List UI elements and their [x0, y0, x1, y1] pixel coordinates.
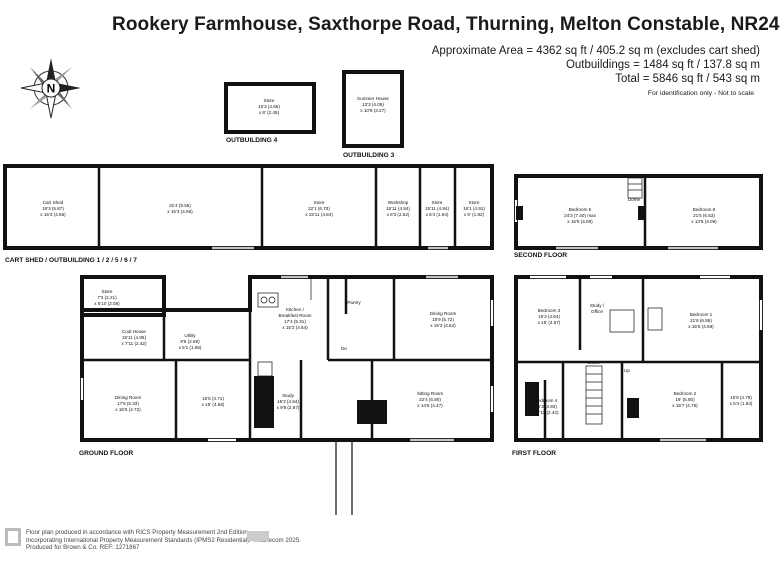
room-ob4-store: Store: [264, 98, 275, 103]
room-dining-room-left: Dining Room: [115, 395, 142, 400]
gf-left-walls: [80, 363, 262, 442]
label-cartshed: CART SHED / OUTBUILDING 1 / 2 / 5 / 6 / …: [5, 257, 137, 264]
room-gf-unnamed: 15'5 (4.71): [202, 396, 224, 401]
first-floor-walls: [514, 275, 763, 442]
svg-text:31'4 (9.55)x 15'3 (4.66): 31'4 (9.55)x 15'3 (4.66): [167, 203, 193, 214]
room-ff-unnamed: 15'9 (4.79): [730, 395, 752, 400]
label-outbuilding3: OUTBUILDING 3: [343, 152, 395, 159]
area-outbuildings: Outbuildings = 1484 sq ft / 137.8 sq m: [565, 59, 760, 71]
label-ground-floor: GROUND FLOOR: [79, 450, 133, 457]
room-study: Study: [282, 393, 294, 398]
room-coal-house: Coal House: [122, 329, 146, 334]
svg-text:Bedroom 416'3 (4.93)x 7'11 (2.: Bedroom 416'3 (4.93)x 7'11 (2.42): [533, 398, 559, 415]
outbuilding4-walls: [224, 82, 316, 134]
compass-icon: N: [20, 58, 81, 119]
footer-line-2: Incorporating International Property Mea…: [26, 536, 301, 544]
room-summer-house: Summer House: [357, 96, 389, 101]
room-cart-shed: Cart Shed: [43, 200, 64, 205]
svg-text:Bedroom 315'3 (4.64)x 15' (4.5: Bedroom 315'3 (4.64)x 15' (4.57): [538, 308, 561, 325]
rics-logo-icon: [5, 528, 21, 546]
room-utility: Utility: [184, 333, 196, 338]
svg-text:Study /Office: Study /Office: [590, 303, 605, 314]
svg-text:15'5 (4.71)x 15' (4.58): 15'5 (4.71)x 15' (4.58): [202, 396, 225, 407]
svg-text:Bedroom 121'6 (6.55)x 15'5 (4.: Bedroom 121'6 (6.55)x 15'5 (4.69): [688, 312, 714, 329]
gf-store-walls: [80, 275, 166, 317]
label-dome: Dome: [628, 197, 641, 202]
svg-text:15'9 (4.79)x 6'4 (1.93): 15'9 (4.79)x 6'4 (1.93): [730, 395, 753, 406]
svg-text:Bedroom 621'5 (6.53)x 13'5 (4.: Bedroom 621'5 (6.53)x 13'5 (4.09): [691, 207, 717, 224]
room-study-office: Study /: [590, 303, 605, 308]
room-bedroom6: Bedroom 6: [693, 207, 716, 212]
room-kitchen: Kitchen /: [286, 307, 305, 312]
svg-text:Bedroom 219' (5.80)x 15'7 (4.7: Bedroom 219' (5.80)x 15'7 (4.75): [672, 391, 698, 408]
outbuilding3-walls: [342, 70, 404, 148]
gf-main-walls: [80, 275, 494, 442]
room-store-a: Store: [432, 200, 443, 205]
label-pantry: Pantry: [347, 300, 361, 305]
room-bedroom1: Bedroom 1: [690, 312, 713, 317]
room-bedroom3: Bedroom 3: [538, 308, 561, 313]
footer-line-1: Floor plan produced in accordance with R…: [26, 529, 250, 536]
label-stairs-dn: Dn: [341, 346, 347, 351]
room-bedroom4: Bedroom 4: [535, 398, 558, 403]
room-outbuilding-large: 31'4 (9.55): [169, 203, 191, 208]
label-outbuilding4: OUTBUILDING 4: [226, 137, 278, 144]
room-gf-store: Store: [102, 289, 113, 294]
standards-logo-icon: [247, 531, 269, 541]
room-workshop: Workshop: [388, 200, 409, 205]
label-first-floor: FIRST FLOOR: [512, 450, 556, 457]
room-bedroom5: Bedroom 5: [569, 207, 592, 212]
area-approximate: Approximate Area = 4362 sq ft / 405.2 sq…: [431, 45, 760, 57]
label-stairs-down: Down: [588, 360, 600, 365]
room-cs-store: Store: [314, 200, 325, 205]
footer-line-3: Produced for Brown & Co. REF: 1271867: [26, 544, 140, 551]
room-bedroom2: Bedroom 2: [674, 391, 697, 396]
page-title: Rookery Farmhouse, Saxthorpe Road, Thurn…: [112, 14, 780, 35]
room-store-b: Store: [469, 200, 480, 205]
label-second-floor: SECOND FLOOR: [514, 252, 567, 259]
label-stairs-up: Up: [624, 368, 630, 373]
compass-letter: N: [47, 82, 56, 96]
footer-text: Floor plan produced in accordance with R…: [26, 529, 301, 552]
identification-note: For identification only - Not to scale: [647, 90, 754, 97]
room-dining-room-right: Dining Room: [430, 311, 457, 316]
area-total: Total = 5846 sq ft / 543 sq m: [615, 73, 760, 85]
room-sitting-room: Sitting Room: [417, 391, 443, 396]
